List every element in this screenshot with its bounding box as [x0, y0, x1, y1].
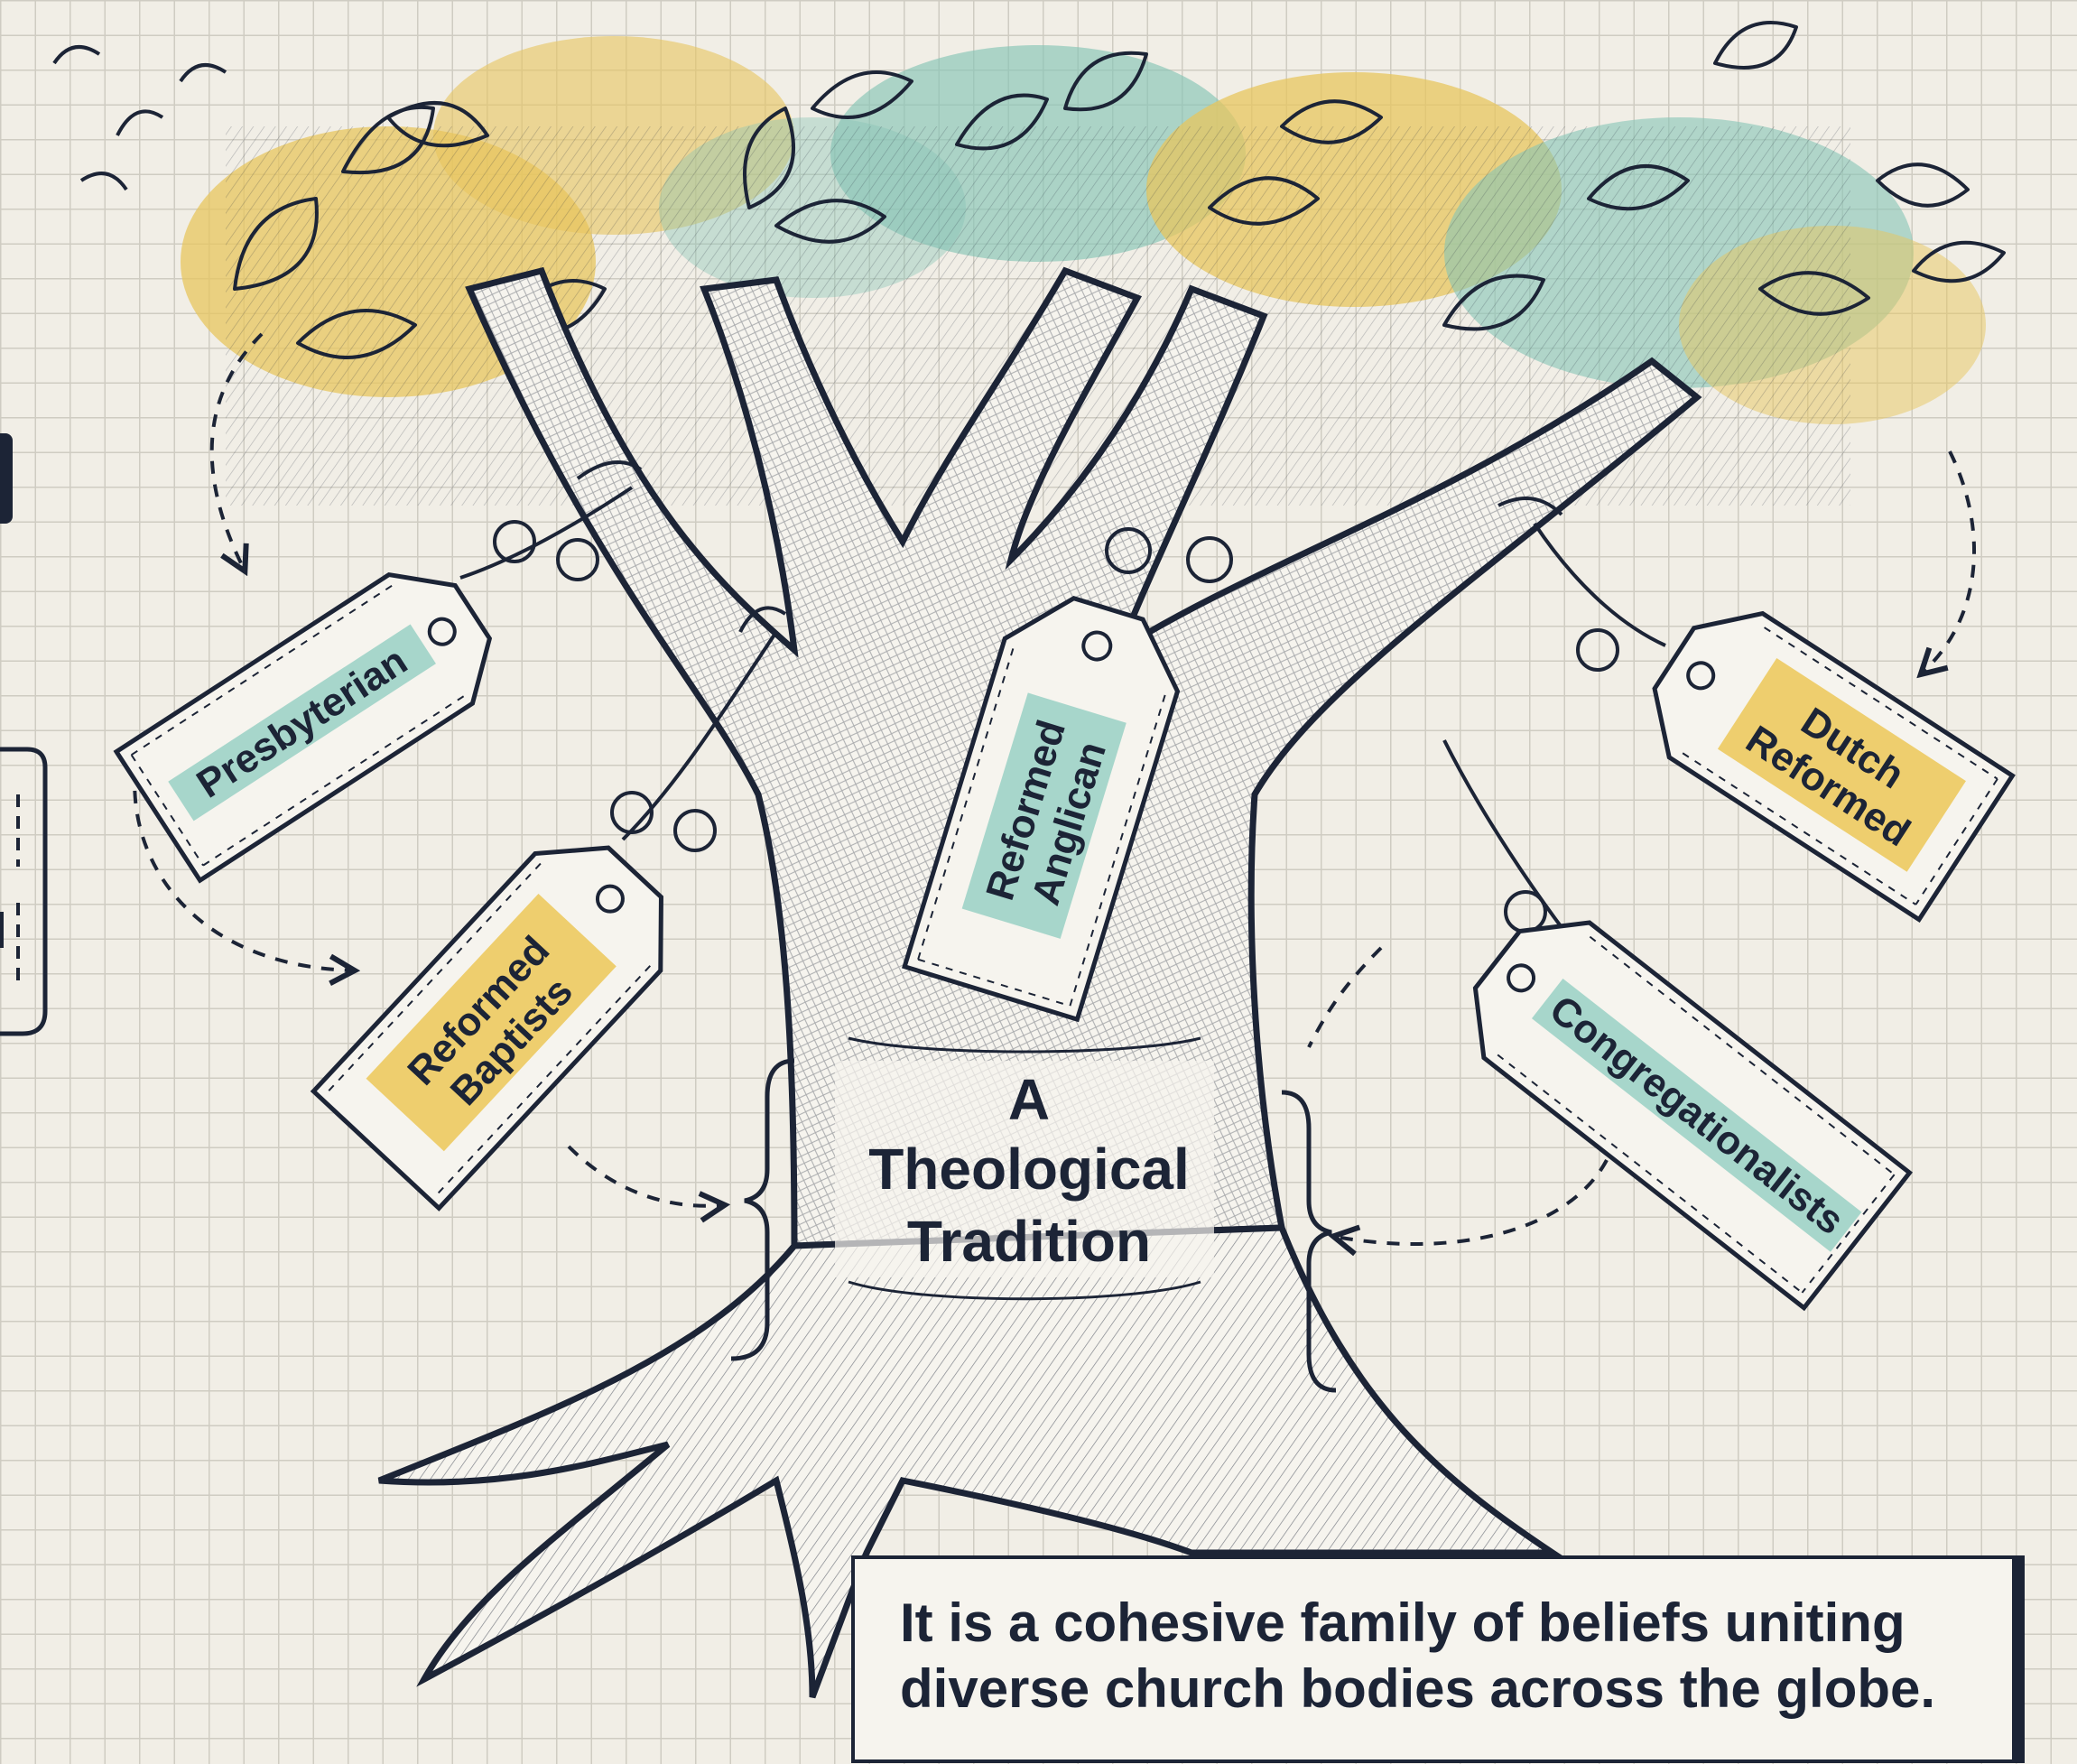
center-label: A Theological Tradition [868, 1067, 1190, 1274]
tag-congregationalists: Congregationalists [1472, 920, 1913, 1312]
center-label-line1: A [1008, 1067, 1050, 1132]
left-brace [730, 1058, 795, 1361]
tag-dutch-reformed: Dutch Reformed [1652, 610, 2016, 924]
caption-box: It is a cohesive family of beliefs uniti… [851, 1555, 2016, 1763]
tag-reformed-baptists: Reformed Baptists [310, 845, 663, 1212]
connector-arrows [133, 332, 1976, 1244]
leaves [52, 21, 2006, 359]
edge-frame [0, 747, 48, 1036]
tag-presbyterian: Presbyterian [113, 571, 493, 884]
tag-reformed-anglican: Reformed Anglican [902, 595, 1181, 1023]
caption-line1: It is a cohesive family of beliefs uniti… [900, 1592, 1905, 1653]
center-label-line3: Tradition [907, 1209, 1151, 1274]
caption-line2: diverse church bodies across the globe. [900, 1658, 1936, 1720]
center-label-line2: Theological [868, 1137, 1190, 1202]
edge-block [0, 433, 13, 524]
edge-mark [0, 912, 4, 948]
